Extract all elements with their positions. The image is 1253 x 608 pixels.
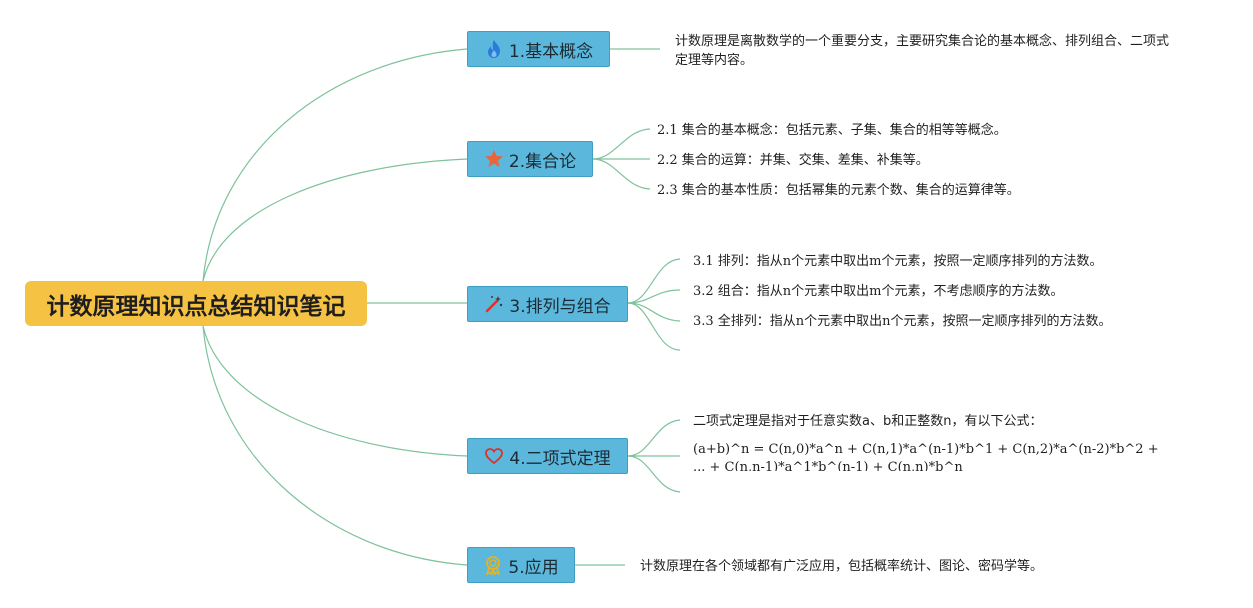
branch-label: 3.排列与组合 [509,296,611,317]
star-icon [484,149,504,169]
branch-label: 2.集合论 [508,151,577,172]
connector-root-1 [202,48,468,282]
leaf-permutation-1: 3.1 排列：指从n个元素中取出m个元素，按照一定顺序排列的方法数。 [693,254,1103,269]
leaf-set-theory-1: 2.1 集合的基本概念：包括元素、子集、集合的相等等概念。 [657,123,1007,138]
leaf-binomial-formula: (a+b)^n = C(n,0)*a^n + C(n,1)*a^(n-1)*b^… [693,442,1159,471]
magic-wand-icon [484,294,504,314]
branch-applications[interactable]: 5.应用 [467,547,575,583]
connector-b2-c [592,158,651,190]
flame-icon [484,39,504,59]
connector-b4-c [627,455,681,493]
connector-root-2 [202,158,468,282]
leaf-set-theory-3: 2.3 集合的基本性质：包括幂集的元素个数、集合的运算律等。 [657,183,1020,198]
branch-binomial-theorem[interactable]: 4.二项式定理 [467,438,628,474]
connector-b3-a [627,258,681,304]
leaf-set-theory-2: 2.2 集合的运算：并集、交集、差集、补集等。 [657,153,929,168]
heart-icon [484,446,504,466]
leaf-binomial-intro: 二项式定理是指对于任意实数a、b和正整数n，有以下公式： [693,414,1043,429]
award-icon [483,555,503,575]
connector-b4-a [627,419,681,457]
connector-b2-a [592,128,651,160]
connector-b3-b [627,289,681,304]
connector-b3-d [627,302,681,351]
leaf-permutation-3: 3.3 全排列：指从n个元素中取出n个元素，按照一定顺序排列的方法数。 [693,314,1112,329]
leaf-applications: 计数原理在各个领域都有广泛应用，包括概率统计、图论、密码学等。 [640,559,1044,574]
root-topic[interactable]: 计数原理知识点总结知识笔记 [25,281,367,326]
root-title: 计数原理知识点总结知识笔记 [46,293,346,320]
branch-label: 5.应用 [508,557,559,578]
branch-permutation-combination[interactable]: 3.排列与组合 [467,286,628,322]
branch-basic-concepts[interactable]: 1.基本概念 [467,31,610,67]
leaf-permutation-2: 3.2 组合：指从n个元素中取出m个元素，不考虑顺序的方法数。 [693,284,1064,299]
branch-set-theory[interactable]: 2.集合论 [467,141,593,177]
connector-root-5 [202,325,468,566]
connector-root-4 [202,325,468,457]
leaf-basic-concepts: 计数原理是离散数学的一个重要分支，主要研究集合论的基本概念、排列组合、二项式定理… [675,34,1170,68]
branch-label: 1.基本概念 [508,41,594,62]
branch-label: 4.二项式定理 [509,448,611,469]
